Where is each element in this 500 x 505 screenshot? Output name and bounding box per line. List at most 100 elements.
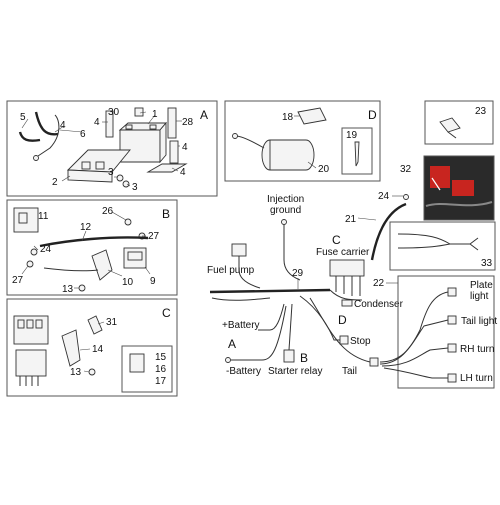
fuse-box-base [15, 349, 47, 377]
callout-20: 20 [318, 164, 330, 175]
callout-5: 4 [180, 167, 186, 178]
callout-3-bottom: 3 [132, 182, 138, 193]
screw-19-frame [341, 127, 373, 175]
callout-7: 5 [20, 112, 26, 123]
label-plate-line1: Plate [470, 280, 493, 291]
panel-22-rear-lights: 22 Plate light Tail light RH turn LH tur… [373, 275, 497, 389]
callout-16: 16 [155, 364, 167, 375]
battery-side [159, 121, 167, 164]
screw-24-b [30, 248, 38, 256]
bracket-18 [297, 107, 327, 125]
callout-6: 4 [60, 120, 66, 131]
panel-33-frame [389, 221, 496, 271]
callout-4-top: 4 [94, 117, 100, 128]
label-starter-relay: Starter relay [268, 366, 322, 377]
harness-33-end [469, 237, 479, 251]
tray-slot-2 [95, 161, 105, 170]
callout-29: 29 [292, 268, 304, 279]
cable-12 [39, 236, 149, 248]
harness-33-branch-2 [397, 243, 451, 249]
label-b-letter: B [300, 351, 308, 365]
fuel-pump-wire [238, 256, 261, 289]
label-d-letter: D [338, 313, 347, 327]
harness-trunk-lower [211, 297, 271, 301]
tail-connector [369, 357, 379, 367]
callout-30: 30 [108, 107, 120, 118]
callout-31: 31 [106, 317, 118, 328]
injection-ground-eyelet [281, 219, 287, 225]
label-fuse-carrier: Fuse carrier [316, 247, 370, 258]
condenser-eyelet [232, 133, 238, 139]
callout-24-b: 24 [40, 244, 52, 255]
harness-trunk [209, 288, 331, 294]
bracket-10 [91, 249, 113, 281]
bracket-14 [61, 329, 81, 367]
panel-d-frame [224, 100, 381, 182]
callout-18: 18 [282, 112, 294, 123]
callout-14: 14 [92, 344, 104, 355]
panel-23: 23 [424, 100, 494, 145]
starter-relay-wire [288, 303, 293, 351]
screw-24-main [403, 194, 409, 200]
rubber-pad-4-top [105, 110, 114, 138]
panel-d-condenser: D 18 19 20 [224, 100, 381, 182]
panel-c-frame [6, 298, 178, 397]
nut-13-c [88, 368, 96, 376]
cable-8-eyelet [33, 155, 39, 161]
battery-plus-wire [258, 303, 285, 331]
callout-17: 17 [155, 376, 167, 387]
label-tail-light: Tail light [461, 316, 497, 327]
callout-32: 32 [400, 164, 412, 175]
rubber-pad-28 [167, 107, 177, 139]
condenser-lead [235, 135, 265, 149]
callout-24-main: 24 [378, 191, 390, 202]
relay-cap [127, 251, 143, 261]
panel-a-battery: A [6, 100, 218, 197]
label-plus-battery: +Battery [222, 320, 260, 331]
fuel-pump-connector [231, 243, 247, 257]
panel-d-letter: D [368, 108, 377, 122]
panel-b-letter: B [162, 207, 170, 221]
panel-c-fuses: C 31 14 13 15 16 17 [6, 298, 178, 397]
tray-slot-1 [81, 161, 91, 170]
cable-7 [18, 131, 41, 142]
panel-33: 33 [389, 221, 496, 271]
tail-light-connector [447, 315, 457, 325]
fuse-slot-1 [17, 319, 25, 329]
callout-25: 26 [102, 206, 114, 217]
callout-13-b: 13 [62, 284, 74, 295]
label-lh-turn: LH turn [460, 373, 493, 384]
callout-12: 12 [80, 222, 92, 233]
battery-bolt [134, 107, 144, 117]
harness-33-branch-1 [397, 233, 470, 245]
starter-relay-connector [283, 349, 295, 363]
fuse-inset-frame [121, 345, 173, 393]
rh-turn-connector [447, 343, 457, 353]
battery-minus-wire [231, 305, 287, 361]
clamp-23 [439, 117, 461, 133]
label-plate-light: Plate light [470, 280, 496, 302]
fuse-11-element [18, 212, 28, 224]
rubber-pad-5 [146, 163, 188, 173]
fuse-slot-3 [35, 319, 43, 329]
ground-cable-21 [370, 202, 407, 261]
battery-tray-front [67, 169, 113, 183]
callout-33: 33 [481, 258, 493, 269]
callout-9: 9 [150, 276, 156, 287]
fuse-carrier [329, 259, 365, 277]
callout-21: 21 [345, 214, 357, 225]
spare-fuse-31 [87, 315, 103, 335]
battery-terminal-neg [125, 124, 133, 130]
callout-22: 22 [373, 278, 385, 289]
red-connector-photo [430, 166, 450, 188]
bolt-25 [124, 218, 132, 226]
callout-28: 28 [182, 117, 194, 128]
panel-22-frame [397, 275, 495, 389]
screw-27 [26, 260, 34, 268]
condenser-20 [269, 139, 315, 171]
cable-6 [34, 111, 59, 136]
plate-light-connector [447, 287, 457, 297]
stop-connector [339, 335, 349, 345]
